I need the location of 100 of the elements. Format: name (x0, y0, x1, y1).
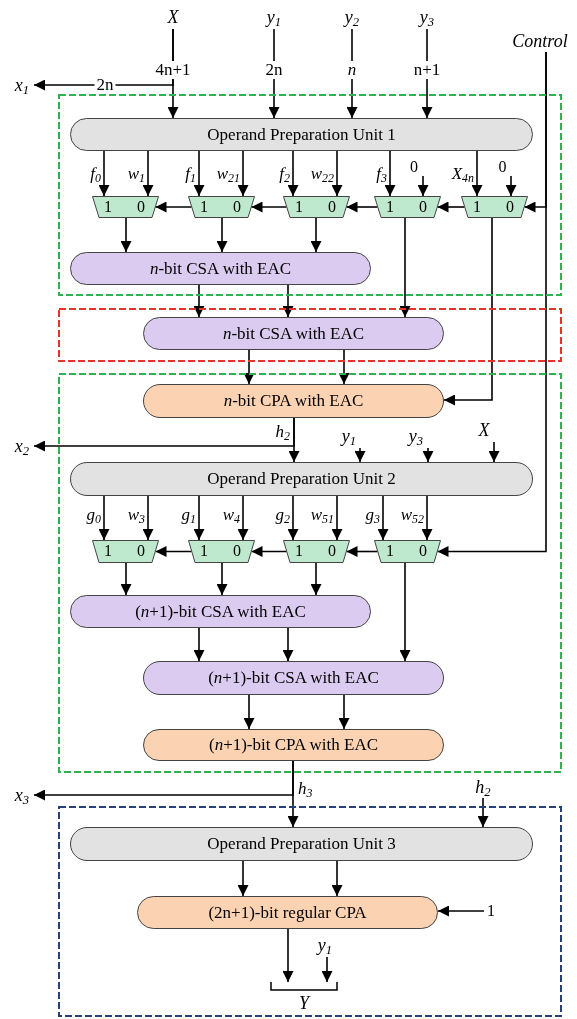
arrow (142, 150, 154, 197)
arrow (193, 284, 205, 318)
arrow (331, 860, 343, 897)
edge-label: g$_{2}$ (275, 506, 290, 524)
signal-label: y$_{3}$ (404, 424, 428, 448)
edge-label: w$_{4}$ (222, 506, 240, 524)
edge-label: w$_{22}$ (310, 165, 334, 183)
signal-label: X (163, 5, 183, 29)
edge-label: 2n (263, 61, 285, 79)
signal-label: h$_{2}$ (472, 776, 494, 798)
multiplexer: 1 0 (92, 540, 159, 563)
arrow (237, 495, 249, 541)
arrow (310, 562, 322, 596)
edge-label: h$_{3}$ (298, 780, 313, 798)
arrow (377, 495, 389, 541)
edge-label: 4n+1 (153, 61, 193, 79)
arrow (250, 201, 288, 213)
adder-box: n-bit CSA with EAC (143, 317, 444, 350)
arrow (193, 627, 205, 662)
edge-label: g$_{3}$ (365, 506, 380, 524)
arrow (98, 150, 110, 197)
arrow (346, 28, 358, 119)
edge-label: f$_{1}$ (185, 165, 196, 183)
arrow (282, 928, 294, 983)
multiplexer: 1 0 (374, 540, 441, 563)
operand-preparation-box: Operand Preparation Unit 1 (70, 118, 533, 151)
arrow (488, 441, 500, 463)
arrow (338, 349, 350, 385)
arrow (98, 495, 110, 541)
arrow (243, 349, 255, 385)
arrow (216, 217, 228, 253)
edge-label: w$_{1}$ (127, 165, 145, 183)
arrow (505, 175, 517, 197)
arrow (250, 546, 288, 557)
arrow (287, 495, 299, 541)
edge-label: X$_{4n}$ (451, 165, 474, 183)
arrow (243, 694, 255, 730)
edge-label: h$_{2}$ (275, 423, 290, 441)
arrow (193, 150, 205, 197)
constant-label: 1 (484, 902, 498, 920)
signal-label: x$_{1}$ (10, 74, 34, 96)
edge-label: g$_{1}$ (181, 506, 196, 524)
signal-label: y$_{3}$ (416, 5, 438, 29)
multiplexer: 1 0 (92, 196, 159, 218)
adder-box: n-bit CSA with EAC (70, 252, 371, 285)
adder-box: (2n+1)-bit regular CPA (137, 896, 438, 929)
arrow (437, 905, 485, 917)
edge-label: f$_{0}$ (90, 165, 101, 183)
arrow (154, 546, 193, 557)
arrow (477, 797, 489, 828)
arrow (193, 495, 205, 541)
arrow (345, 201, 379, 213)
constant-label: 0 (405, 158, 423, 176)
arrow (33, 760, 294, 801)
operand-preparation-box: Operand Preparation Unit 3 (70, 827, 533, 861)
arrow (237, 150, 249, 197)
arrow (331, 150, 343, 197)
adder-box: (n+1)-bit CSA with EAC (70, 595, 371, 628)
edge-label: w$_{21}$ (216, 165, 240, 183)
operand-preparation-box: Operand Preparation Unit 2 (70, 462, 533, 496)
arrow (399, 562, 411, 662)
arrow (421, 495, 433, 541)
output-bracket: Y (270, 982, 338, 1014)
signal-label: X (474, 418, 494, 442)
edge-label: w$_{3}$ (127, 506, 145, 524)
signal-label: y$_{1}$ (338, 424, 360, 448)
multiplexer: 1 0 (283, 196, 350, 218)
arrow (422, 447, 434, 463)
edge-label: f$_{2}$ (279, 165, 290, 183)
multiplexer: 1 0 (374, 196, 441, 218)
arrow (443, 217, 493, 406)
arrow (216, 562, 228, 596)
arrow (120, 562, 132, 596)
arrow (321, 956, 333, 983)
arrow (287, 150, 299, 197)
arrow (338, 694, 350, 730)
signal-label: y$_{1}$ (263, 5, 285, 29)
adder-box: n-bit CPA with EAC (143, 384, 444, 418)
multiplexer: 1 0 (188, 540, 255, 563)
multiplexer: 1 0 (461, 196, 528, 218)
arrow (399, 217, 411, 318)
arrow (354, 447, 366, 463)
edge-label: w$_{51}$ (310, 506, 334, 524)
arrow (282, 284, 294, 318)
arrow (471, 150, 483, 197)
edge-label: n+1 (411, 61, 443, 79)
constant-label: 0 (494, 158, 511, 176)
signal-label: Control (504, 30, 576, 52)
arrow (417, 175, 429, 197)
edge-label: f$_{3}$ (376, 165, 387, 183)
arrow (436, 201, 466, 213)
arrow (120, 217, 132, 253)
adder-box: (n+1)-bit CPA with EAC (143, 729, 444, 761)
arrow (33, 417, 295, 452)
adder-box: (n+1)-bit CSA with EAC (143, 661, 444, 695)
arrow (237, 860, 249, 897)
arrow (345, 546, 379, 557)
arrow (310, 217, 322, 253)
arrow (154, 201, 193, 213)
arrow (268, 28, 280, 119)
